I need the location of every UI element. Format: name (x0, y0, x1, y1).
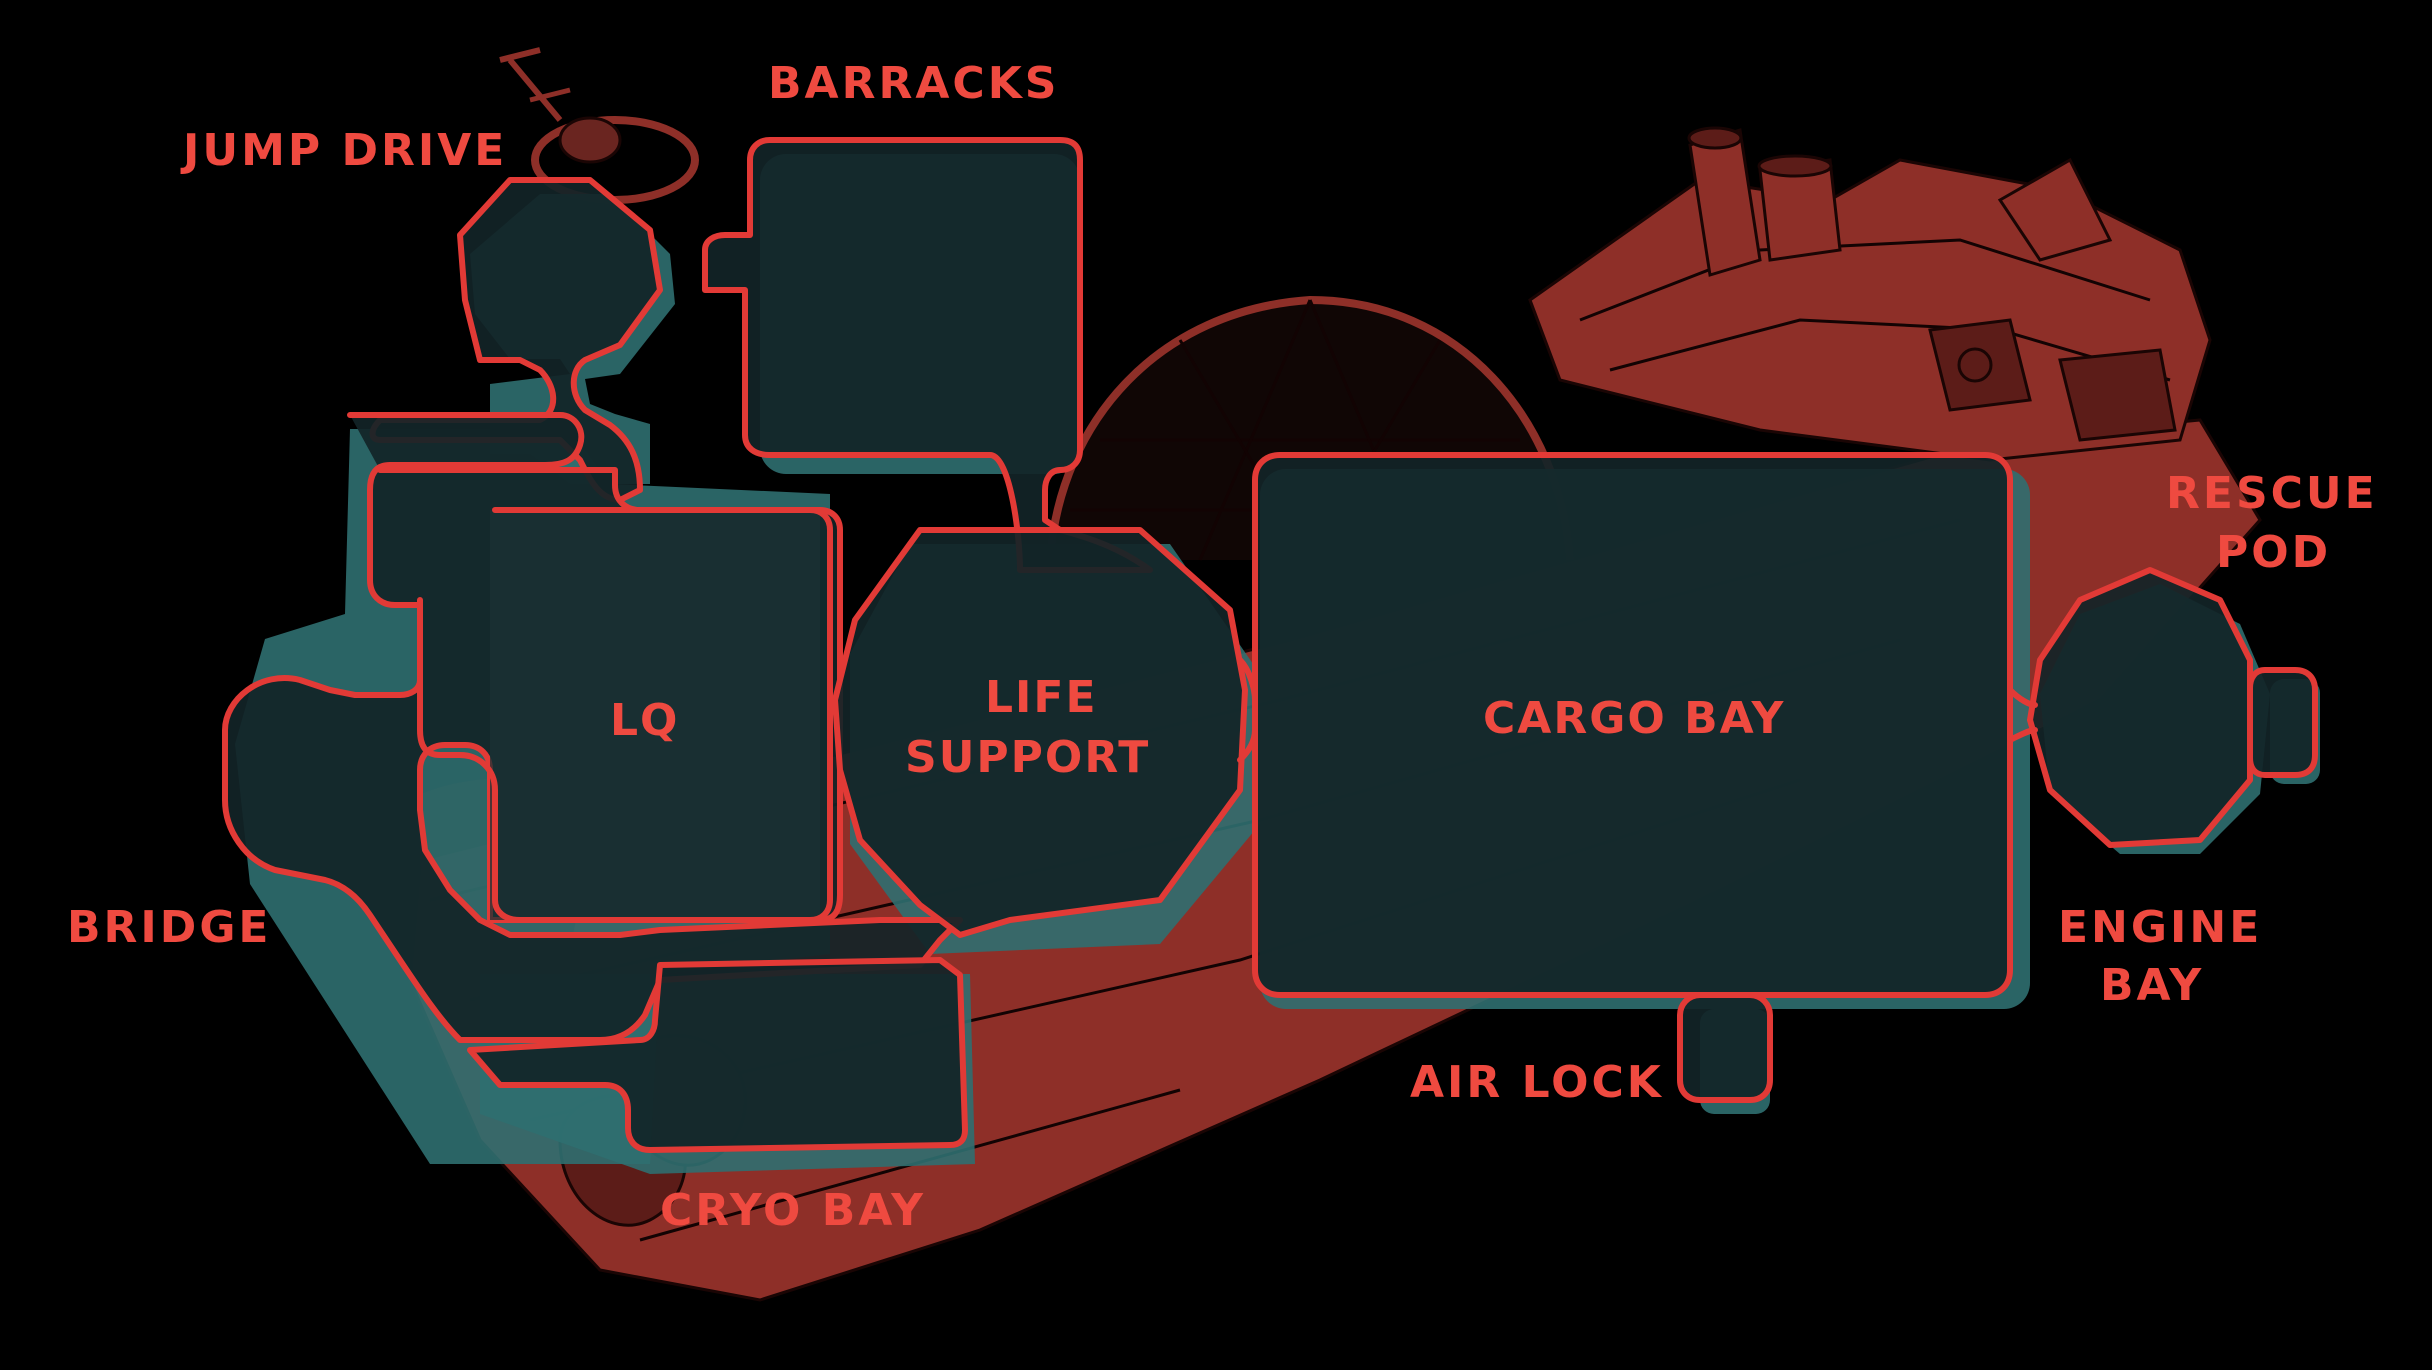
room-cryo-bay[interactable] (467, 957, 968, 1153)
rooms (222, 137, 2318, 1153)
label-cargo-bay: CARGO BAY (1483, 693, 1785, 744)
label-rescue-pod-line1: RESCUE (2166, 468, 2378, 519)
label-engine-bay-line1: ENGINE (2058, 902, 2262, 953)
label-life-support-line2: SUPPORT (905, 732, 1150, 783)
room-life-support[interactable] (832, 527, 1248, 938)
room-labels: JUMP DRIVE BARRACKS BRIDGE LQ LIFE SUPPO… (67, 58, 2378, 1236)
label-life-support-line1: LIFE (985, 672, 1098, 723)
label-cryo-bay: CRYO BAY (660, 1185, 926, 1236)
label-engine-bay-line2: BAY (2100, 960, 2204, 1011)
label-lq: LQ (610, 695, 679, 746)
label-air-lock: AIR LOCK (1410, 1057, 1664, 1108)
room-lq[interactable] (417, 507, 833, 923)
room-engine-bay[interactable] (2027, 567, 2253, 848)
label-barracks: BARRACKS (768, 58, 1059, 109)
room-rescue-pod[interactable] (2247, 667, 2318, 778)
label-rescue-pod-line2: POD (2216, 527, 2331, 578)
room-cargo-bay[interactable] (1252, 452, 2013, 998)
label-bridge: BRIDGE (67, 902, 271, 953)
label-jump-drive: JUMP DRIVE (180, 125, 507, 176)
room-air-lock[interactable] (1677, 992, 1773, 1103)
